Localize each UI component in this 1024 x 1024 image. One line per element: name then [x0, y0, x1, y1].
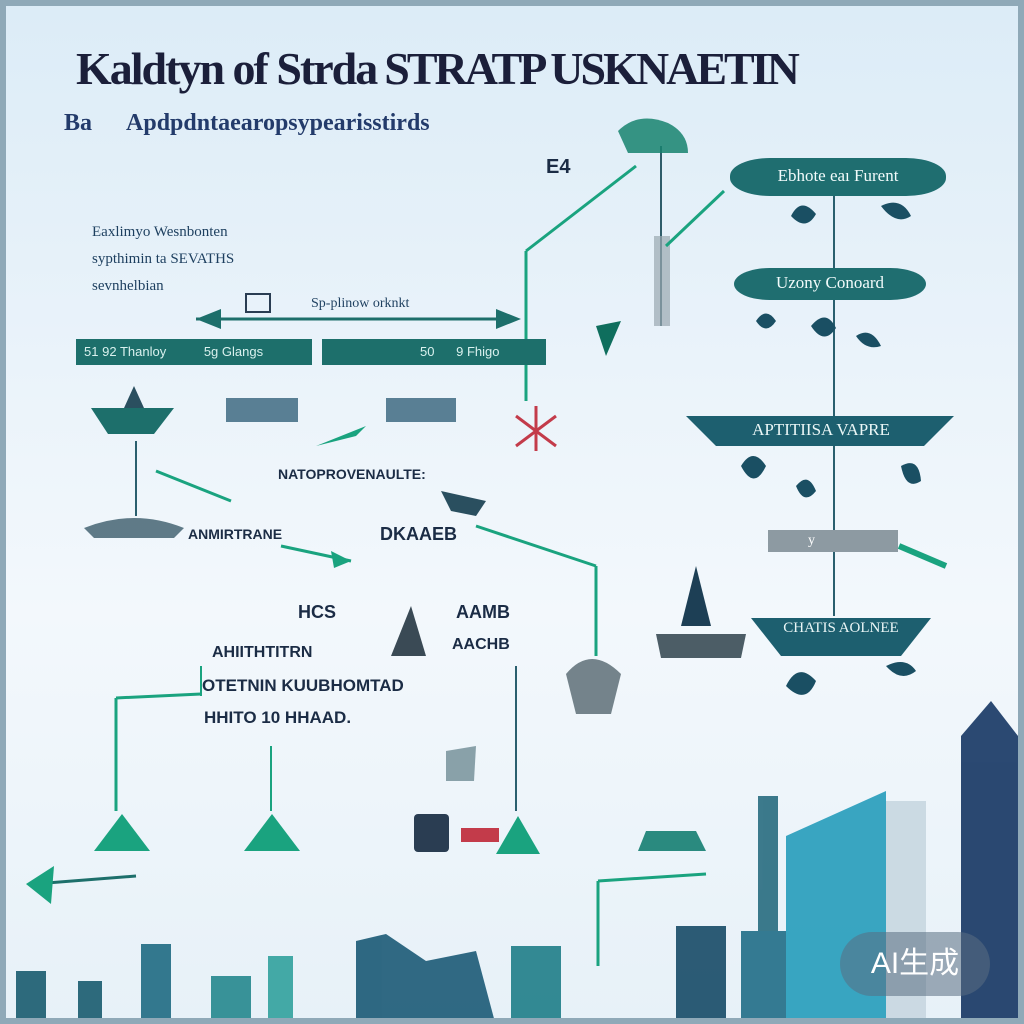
title-right: STRATP USKNAETIN	[384, 43, 800, 94]
bar2-b: 9	[456, 344, 464, 359]
red-asterisk-icon	[515, 406, 557, 451]
subtitle-text: Apdpdntaearopsypearisstirds	[126, 110, 430, 136]
page-subtitle: Ba Apdpdntaearopsypearisstirds	[64, 110, 430, 137]
right-node-4: y	[768, 530, 898, 552]
node-label-1: ANMIRTRANE	[188, 526, 283, 542]
bar1-b: 92	[102, 344, 117, 359]
bottom-text-3: HHITO 10 HHAAD.	[204, 708, 352, 727]
right-banner-shape	[686, 416, 954, 446]
intro-line-1: Eaxlimyo Wesnbonten	[92, 224, 228, 240]
provenance-label: NATOPROVENAULTE:	[278, 466, 426, 482]
pair-label-left: HCS	[298, 602, 337, 622]
pair-label-right: AAMB	[456, 602, 510, 622]
small-tag: E4	[546, 156, 571, 178]
title-left: Kaldtyn of Strda	[76, 43, 378, 94]
right-node-3: APTITIISA VAPRE	[752, 420, 890, 439]
top-plant-icon	[618, 118, 688, 153]
right-column-drips	[741, 202, 921, 695]
bar1-e: Glangs	[221, 344, 264, 359]
arrow-label: Sp-plinow orknkt	[311, 296, 410, 311]
flow-bar-2: 50 9 Fhigo	[322, 339, 546, 365]
intro-line-2: sypthimin ta SEVATHS	[92, 251, 235, 267]
bottom-text-2: OTETNIN KUUBHOMTAD	[202, 676, 404, 695]
bar2-a: 50	[420, 344, 435, 359]
right-node-2: Uzony Conoard	[734, 268, 926, 300]
pair-label-right-2: AACHB	[452, 636, 510, 653]
right-node-5: CHATIS AOLNEE	[783, 620, 899, 636]
intro-line-3: sevnhelbian	[92, 278, 164, 294]
bar1-d: 5g	[203, 344, 219, 359]
bar1-a: 51	[84, 344, 99, 359]
bar1-c: Thanloy	[119, 344, 167, 359]
bottom-text-1: AHIITHTITRN	[212, 644, 313, 661]
node-label-2: DKAAEB	[380, 524, 458, 544]
ai-generated-badge: AI生成	[840, 932, 990, 996]
subtitle-prefix: Ba	[64, 110, 93, 136]
right-node-1: Ebhote eaı Furent	[730, 158, 946, 196]
flow-bar-1: 51 92 Thanloy 5g Glangs	[76, 339, 312, 365]
right-boat-shape	[751, 618, 931, 656]
bar2-c: Fhigo	[466, 344, 500, 359]
